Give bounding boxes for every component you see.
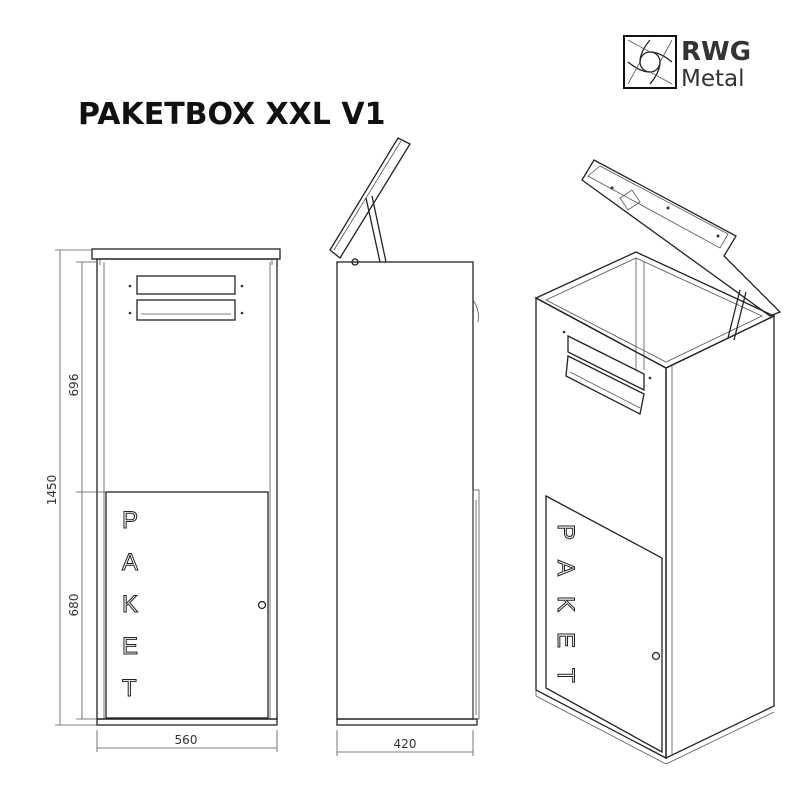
dim-total-height: 1450 [45,475,59,506]
aperture-icon [623,35,677,89]
paket-letter: T [552,668,579,683]
paket-letter: A [552,560,579,576]
paket-letter: E [552,632,579,648]
dim-upper-height: 696 [67,374,81,397]
paket-letter: E [122,633,138,660]
logo-line2: Metal [681,66,745,92]
dim-lower-height: 680 [67,594,81,617]
paket-letter: A [122,549,138,576]
paket-letter: T [122,675,137,702]
paket-label-iso: P A K E T [552,524,580,684]
front-dimensions: 1450 696 680 560 [45,249,278,752]
logo: RWG Metal [623,35,751,92]
paket-letter: K [552,596,579,612]
isometric-view: P A K E T [534,159,782,765]
drawing-title: PAKETBOX XXL V1 [78,97,385,132]
dim-width: 560 [175,733,198,747]
side-dimensions: 420 [336,730,474,756]
side-view [329,137,480,726]
paket-label-front: P A K E T [122,507,139,703]
paket-letter: P [122,507,138,534]
dim-depth: 420 [394,737,417,751]
paket-letter: K [122,591,138,618]
paket-letter: P [552,524,579,540]
logo-line1: RWG [681,37,751,67]
front-view: P A K E T [91,248,281,726]
